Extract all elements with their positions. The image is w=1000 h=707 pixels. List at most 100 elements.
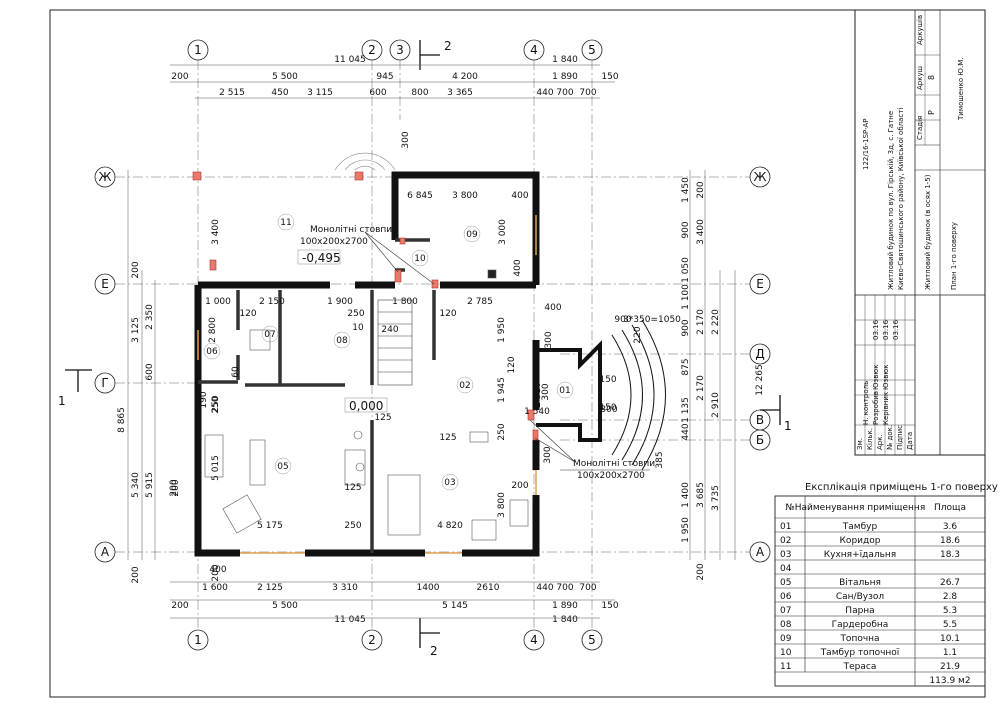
axis-label-v: 2 bbox=[368, 633, 376, 647]
dimension-text: 5 015 bbox=[211, 455, 221, 481]
dimension-text: 300 bbox=[600, 405, 617, 415]
axis-label-h: Д bbox=[755, 347, 764, 361]
dimension-text: 2 170 bbox=[696, 309, 706, 335]
section-label-left: 1 bbox=[58, 394, 66, 408]
stairs bbox=[377, 299, 413, 386]
room-tag: 03 bbox=[444, 478, 455, 488]
room-tag: 07 bbox=[264, 330, 275, 340]
schedule-cell: Коридор bbox=[840, 536, 881, 546]
dimension-text: 60 bbox=[231, 366, 241, 378]
axis-bubble-v bbox=[187, 39, 209, 61]
schedule-cell: Парна bbox=[845, 606, 874, 616]
dimension-text: 120 bbox=[507, 356, 517, 373]
dimension-text: 2 125 bbox=[257, 583, 283, 593]
axis-label-v: 5 bbox=[588, 43, 596, 57]
dimension-text: 300 bbox=[401, 131, 411, 148]
dimension-text: 150 bbox=[601, 72, 618, 82]
stage-header: Стадія bbox=[916, 116, 924, 140]
axis-label-v: 2 bbox=[368, 43, 376, 57]
schedule-cell: 11 bbox=[780, 662, 791, 672]
schedule-cell: 5.5 bbox=[943, 620, 957, 630]
dimension-text: 400 bbox=[544, 303, 561, 313]
col-header-1: Кільк. bbox=[866, 428, 874, 450]
axis-bubble-v bbox=[361, 629, 383, 651]
schedule-cell: Сан/Вузол bbox=[836, 592, 884, 602]
date-0: 03.16 bbox=[872, 319, 880, 340]
dimension-text: 2610 bbox=[477, 583, 500, 593]
dimension-text: 200 bbox=[171, 601, 188, 611]
schedule-total: 113.9 м2 bbox=[929, 676, 970, 686]
schedule-cell: Гардеробна bbox=[832, 620, 889, 630]
dimension-text: 450 bbox=[271, 88, 288, 98]
room-tag-circle bbox=[203, 342, 221, 360]
room-tag: 09 bbox=[466, 230, 478, 240]
col-header-2: Арк. bbox=[876, 434, 884, 450]
dimension-text: 2 910 bbox=[711, 392, 721, 418]
dimension-text: 2 350 bbox=[145, 304, 155, 330]
room-tag: 05 bbox=[277, 462, 288, 472]
dimension-text: 4 820 bbox=[437, 521, 463, 531]
room-tag-circle bbox=[277, 213, 295, 231]
person-1: Керівник bbox=[882, 392, 890, 425]
schedule-cell: 09 bbox=[780, 634, 792, 644]
schedule-cell: Тамбур bbox=[842, 522, 878, 532]
dimension-text: 120 bbox=[239, 309, 256, 319]
room-tag-circle bbox=[463, 225, 481, 243]
columns-label-top: Монолітні стовпи bbox=[310, 225, 392, 235]
dimension-text: 150 bbox=[601, 601, 618, 611]
axis-label-h: Е bbox=[756, 277, 764, 291]
axis-label-v: 3 bbox=[396, 43, 404, 57]
schedule-cell: 04 bbox=[780, 564, 792, 574]
dimension-text: 1 950 bbox=[497, 317, 507, 343]
date-2: 03.16 bbox=[892, 319, 900, 340]
schedule-cell: 02 bbox=[780, 536, 791, 546]
org-name: Тимошенко Ю.М. bbox=[957, 58, 965, 121]
dimension-text: 3 685 bbox=[696, 482, 706, 508]
dimension-text: 1 890 bbox=[552, 601, 578, 611]
dimension-text: 200 bbox=[131, 566, 141, 583]
schedule-cell: 07 bbox=[780, 606, 791, 616]
furniture bbox=[204, 269, 529, 541]
stage-value: Р bbox=[927, 110, 936, 115]
dimension-text: 300 bbox=[541, 383, 551, 400]
axis-label-v: 4 bbox=[530, 43, 538, 57]
room-tag-circle bbox=[274, 457, 292, 475]
dimension-text: 2 800 bbox=[208, 317, 218, 343]
axis-bubble-v bbox=[523, 629, 545, 651]
axis-bubble-v bbox=[361, 39, 383, 61]
title-code: 122/16-1SP-AP bbox=[862, 119, 870, 171]
dimension-text: 900 bbox=[681, 221, 691, 238]
level-box-upper bbox=[297, 249, 341, 265]
round-porch bbox=[334, 152, 396, 171]
dimension-text: 240 bbox=[381, 325, 398, 335]
axis-label-h: А bbox=[101, 545, 110, 559]
dimension-text: 5 915 bbox=[145, 472, 155, 498]
axis-label-h: В bbox=[756, 413, 764, 427]
section-label-bottom: 2 bbox=[430, 644, 438, 658]
name-1: Юзвюк bbox=[882, 364, 890, 390]
axis-label-h: Б bbox=[756, 433, 764, 447]
dimension-text: 600 bbox=[145, 363, 155, 380]
level-box-main bbox=[344, 397, 388, 413]
schedule-cell: 03 bbox=[780, 550, 791, 560]
dimension-text: 700 bbox=[579, 583, 596, 593]
schedule-cell: 1.1 bbox=[943, 648, 957, 658]
terrace-bay bbox=[536, 319, 666, 471]
dimension-text: 3 400 bbox=[211, 219, 221, 245]
schedule-cell: Тераса bbox=[843, 662, 877, 672]
dimension-text: 1400 bbox=[417, 583, 440, 593]
sheet-header: Аркуш bbox=[916, 66, 924, 90]
columns bbox=[192, 171, 539, 441]
dimension-text: 200 bbox=[171, 72, 188, 82]
room-tag: 10 bbox=[414, 254, 426, 264]
dimension-text: 190 bbox=[199, 391, 209, 408]
title-sheet-name: Житловий будинок (в осях 1-5) bbox=[924, 174, 932, 290]
dimension-text: 1 450 bbox=[681, 177, 691, 203]
schedule-cell: 01 bbox=[780, 522, 791, 532]
schedule-cell: 21.9 bbox=[940, 662, 960, 672]
dimension-text: 220 bbox=[633, 326, 643, 343]
